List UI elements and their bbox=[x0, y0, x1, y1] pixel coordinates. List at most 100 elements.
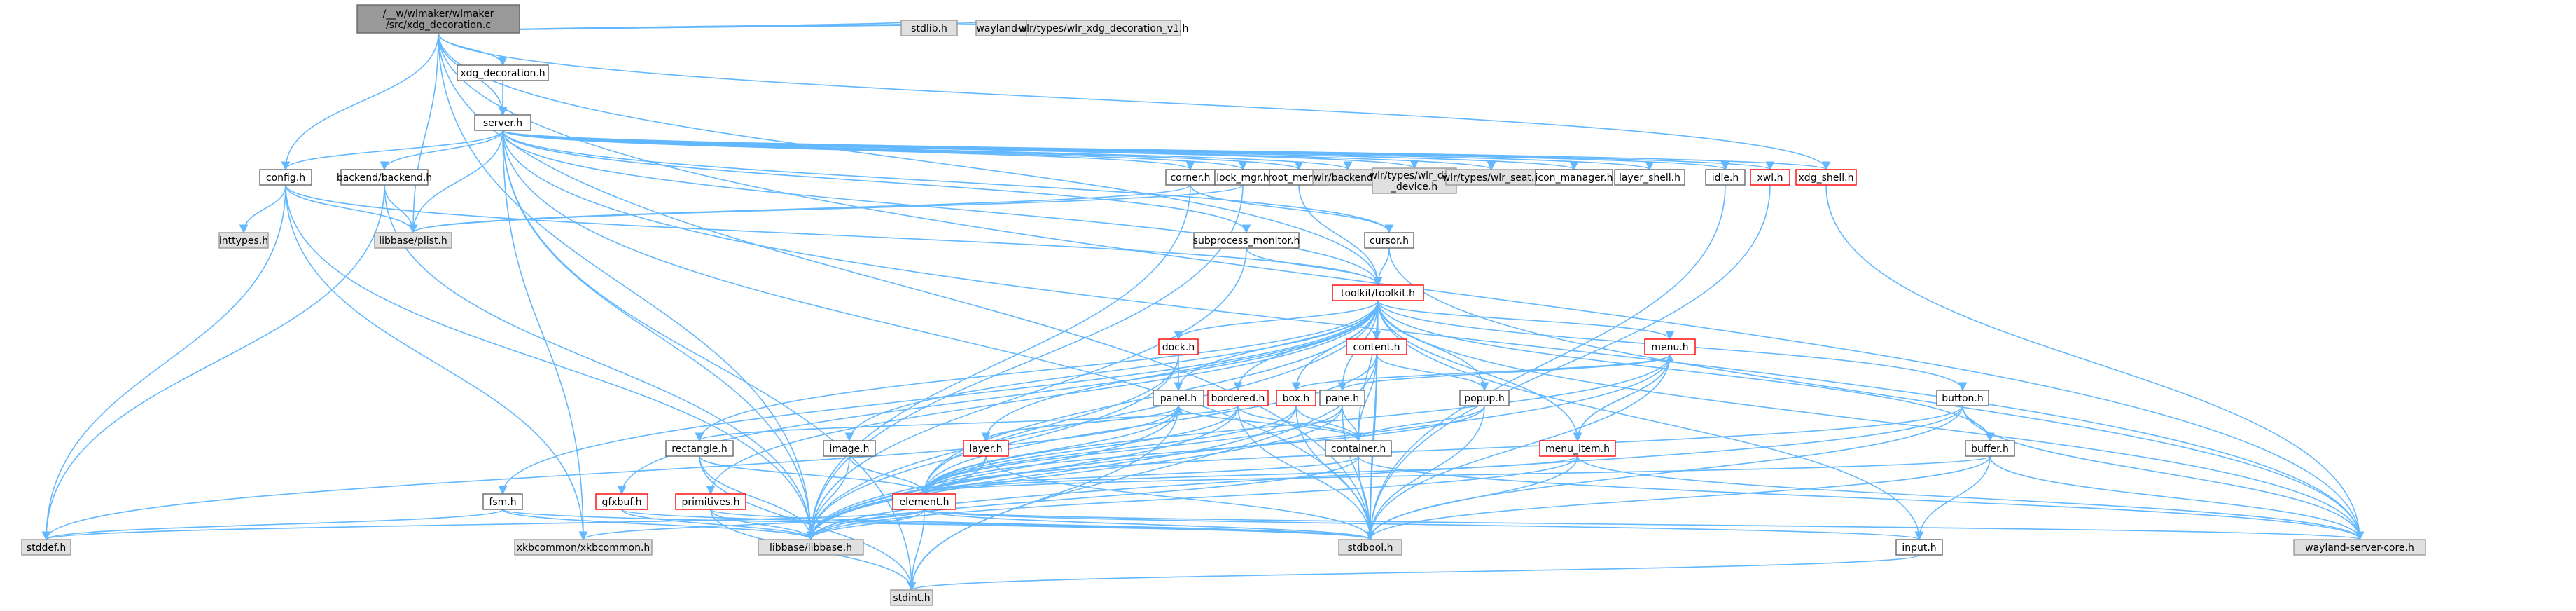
node-icon-manager[interactable]: icon_manager.h bbox=[1535, 169, 1613, 186]
node-box bbox=[21, 539, 71, 556]
node-label: layer_shell.h bbox=[1619, 172, 1680, 184]
node-box bbox=[2293, 539, 2426, 556]
node-panel[interactable]: panel.h bbox=[1153, 390, 1204, 406]
node-box bbox=[1372, 167, 1457, 194]
node-layer-shell[interactable]: layer_shell.h bbox=[1614, 169, 1685, 186]
node-stddef: stddef.h bbox=[21, 539, 71, 556]
node-menu-item[interactable]: menu_item.h bbox=[1539, 440, 1616, 457]
include-edge-fsm-to-libbase bbox=[502, 509, 816, 541]
node-bordered[interactable]: bordered.h bbox=[1207, 390, 1269, 406]
node-label: button.h bbox=[1942, 393, 1984, 404]
include-edge-menu-to-element bbox=[919, 354, 1671, 495]
node-primitives[interactable]: primitives.h bbox=[675, 493, 746, 510]
node-dock[interactable]: dock.h bbox=[1158, 338, 1199, 355]
node-box bbox=[665, 440, 734, 457]
node-box bbox=[963, 440, 1009, 457]
node-rectangle[interactable]: rectangle.h bbox=[665, 440, 734, 457]
node-label: server.h bbox=[483, 118, 522, 129]
include-edge-panel-to-libbase bbox=[806, 405, 1179, 541]
include-edge-root-to-config bbox=[281, 32, 439, 171]
node-label: xdg_decoration.h bbox=[460, 68, 545, 79]
node-plist: libbase/plist.h bbox=[374, 232, 452, 249]
include-edge-lock_mgr-to-plist bbox=[409, 184, 1244, 234]
include-edge-menu-to-pane bbox=[1337, 354, 1671, 392]
node-input[interactable]: input.h bbox=[1895, 539, 1943, 556]
node-image[interactable]: image.h bbox=[823, 440, 876, 457]
node-corner[interactable]: corner.h bbox=[1165, 169, 1216, 186]
node-box bbox=[1338, 539, 1402, 556]
include-edge-config-to-plist bbox=[285, 184, 418, 234]
node-menu[interactable]: menu.h bbox=[1644, 338, 1696, 355]
node-lock-mgr[interactable]: lock_mgr.h bbox=[1214, 169, 1272, 186]
include-edge-xwl-to-stdbool bbox=[1365, 184, 1771, 541]
node-cursor[interactable]: cursor.h bbox=[1364, 232, 1414, 249]
include-edge-root-to-libbase bbox=[438, 32, 816, 541]
include-edge-element-to-stdint bbox=[907, 509, 925, 591]
node-backend[interactable]: backend/backend.h bbox=[337, 169, 432, 186]
node-label: xkbcommon/xkbcommon.h bbox=[517, 542, 650, 554]
node-box bbox=[1936, 390, 1989, 406]
include-edge-server-to-stdbool bbox=[502, 130, 1375, 541]
node-popup[interactable]: popup.h bbox=[1459, 390, 1510, 406]
node-box bbox=[1895, 539, 1943, 556]
include-edge-toolkit-to-popup bbox=[1377, 300, 1489, 392]
node-xwl[interactable]: xwl.h bbox=[1750, 169, 1790, 186]
node-label: wayland-server-core.h bbox=[2305, 542, 2414, 554]
node-element[interactable]: element.h bbox=[892, 493, 956, 510]
include-edge-menu_item-to-element bbox=[920, 455, 1578, 495]
node-box bbox=[1795, 169, 1857, 186]
include-edge-element-to-wayland_server_core bbox=[924, 509, 2364, 541]
node-xdg-decoration-h[interactable]: xdg_decoration.h bbox=[457, 64, 549, 81]
node-server[interactable]: server.h bbox=[474, 114, 531, 131]
node-toolkit[interactable]: toolkit/toolkit.h bbox=[1332, 284, 1424, 301]
node-box[interactable]: box.h bbox=[1276, 390, 1316, 406]
node-label: toolkit/toolkit.h bbox=[1341, 288, 1415, 299]
node-subprocess-monitor[interactable]: subprocess_monitor.h bbox=[1193, 232, 1300, 249]
include-edge-toolkit-to-rectangle bbox=[695, 300, 1379, 442]
node-box bbox=[1319, 390, 1365, 406]
node-config[interactable]: config.h bbox=[259, 169, 312, 186]
node-xdg-shell[interactable]: xdg_shell.h bbox=[1795, 169, 1857, 186]
include-edge-menu_item-to-stdbool bbox=[1365, 455, 1578, 541]
node-gfxbuf[interactable]: gfxbuf.h bbox=[595, 493, 648, 510]
include-edge-element-to-input bbox=[924, 509, 1923, 541]
node-button[interactable]: button.h bbox=[1936, 390, 1989, 406]
include-edge-menu_item-to-menu bbox=[1577, 353, 1675, 441]
node-label: corner.h bbox=[1170, 172, 1210, 184]
include-edge-server-to-cursor bbox=[502, 130, 1394, 234]
node-root[interactable]: /__w/wlmaker/wlmaker/src/xdg_decoration.… bbox=[356, 4, 520, 34]
node-label: wlr/types/wlr_data bbox=[1370, 170, 1460, 181]
include-edge-bordered-to-rectangle bbox=[695, 405, 1239, 442]
include-edge-server-to-xdg_shell bbox=[502, 130, 1830, 171]
node-layer[interactable]: layer.h bbox=[963, 440, 1009, 457]
node-pane[interactable]: pane.h bbox=[1319, 390, 1365, 406]
node-label: lock_mgr.h bbox=[1216, 172, 1269, 184]
include-edge-layer-to-stdbool bbox=[985, 455, 1375, 541]
include-edge-xdg_shell-to-wayland_server_core bbox=[1825, 184, 2365, 541]
node-fsm[interactable]: fsm.h bbox=[482, 493, 523, 510]
node-box bbox=[1535, 169, 1613, 186]
include-edge-server-to-subprocess_monitor bbox=[502, 130, 1251, 234]
node-box bbox=[1276, 390, 1316, 406]
node-label: idle.h bbox=[1712, 172, 1739, 184]
node-idle[interactable]: idle.h bbox=[1705, 169, 1746, 186]
node-container[interactable]: container.h bbox=[1325, 440, 1392, 457]
node-box bbox=[758, 539, 864, 556]
node-inttypes: inttypes.h bbox=[218, 232, 269, 249]
include-edge-panel-to-container bbox=[1178, 405, 1363, 442]
node-wlr-seat: wlr/types/wlr_seat.h bbox=[1442, 169, 1540, 186]
node-label: popup.h bbox=[1464, 393, 1504, 404]
include-edge-element-to-xkbcommon bbox=[578, 509, 925, 541]
node-box bbox=[675, 493, 746, 510]
include-edge-layer-to-panel bbox=[985, 404, 1183, 441]
include-edge-panel-to-element bbox=[919, 405, 1179, 495]
node-box bbox=[1207, 390, 1269, 406]
node-wayland-server-core: wayland-server-core.h bbox=[2293, 539, 2426, 556]
node-buffer[interactable]: buffer.h bbox=[1965, 440, 2015, 457]
include-edge-toolkit-to-dock bbox=[1174, 300, 1379, 341]
node-stdint: stdint.h bbox=[890, 589, 933, 606]
node-content[interactable]: content.h bbox=[1346, 338, 1407, 355]
include-edge-container-to-libbase bbox=[806, 455, 1359, 541]
node-label: buffer.h bbox=[1971, 444, 2009, 455]
